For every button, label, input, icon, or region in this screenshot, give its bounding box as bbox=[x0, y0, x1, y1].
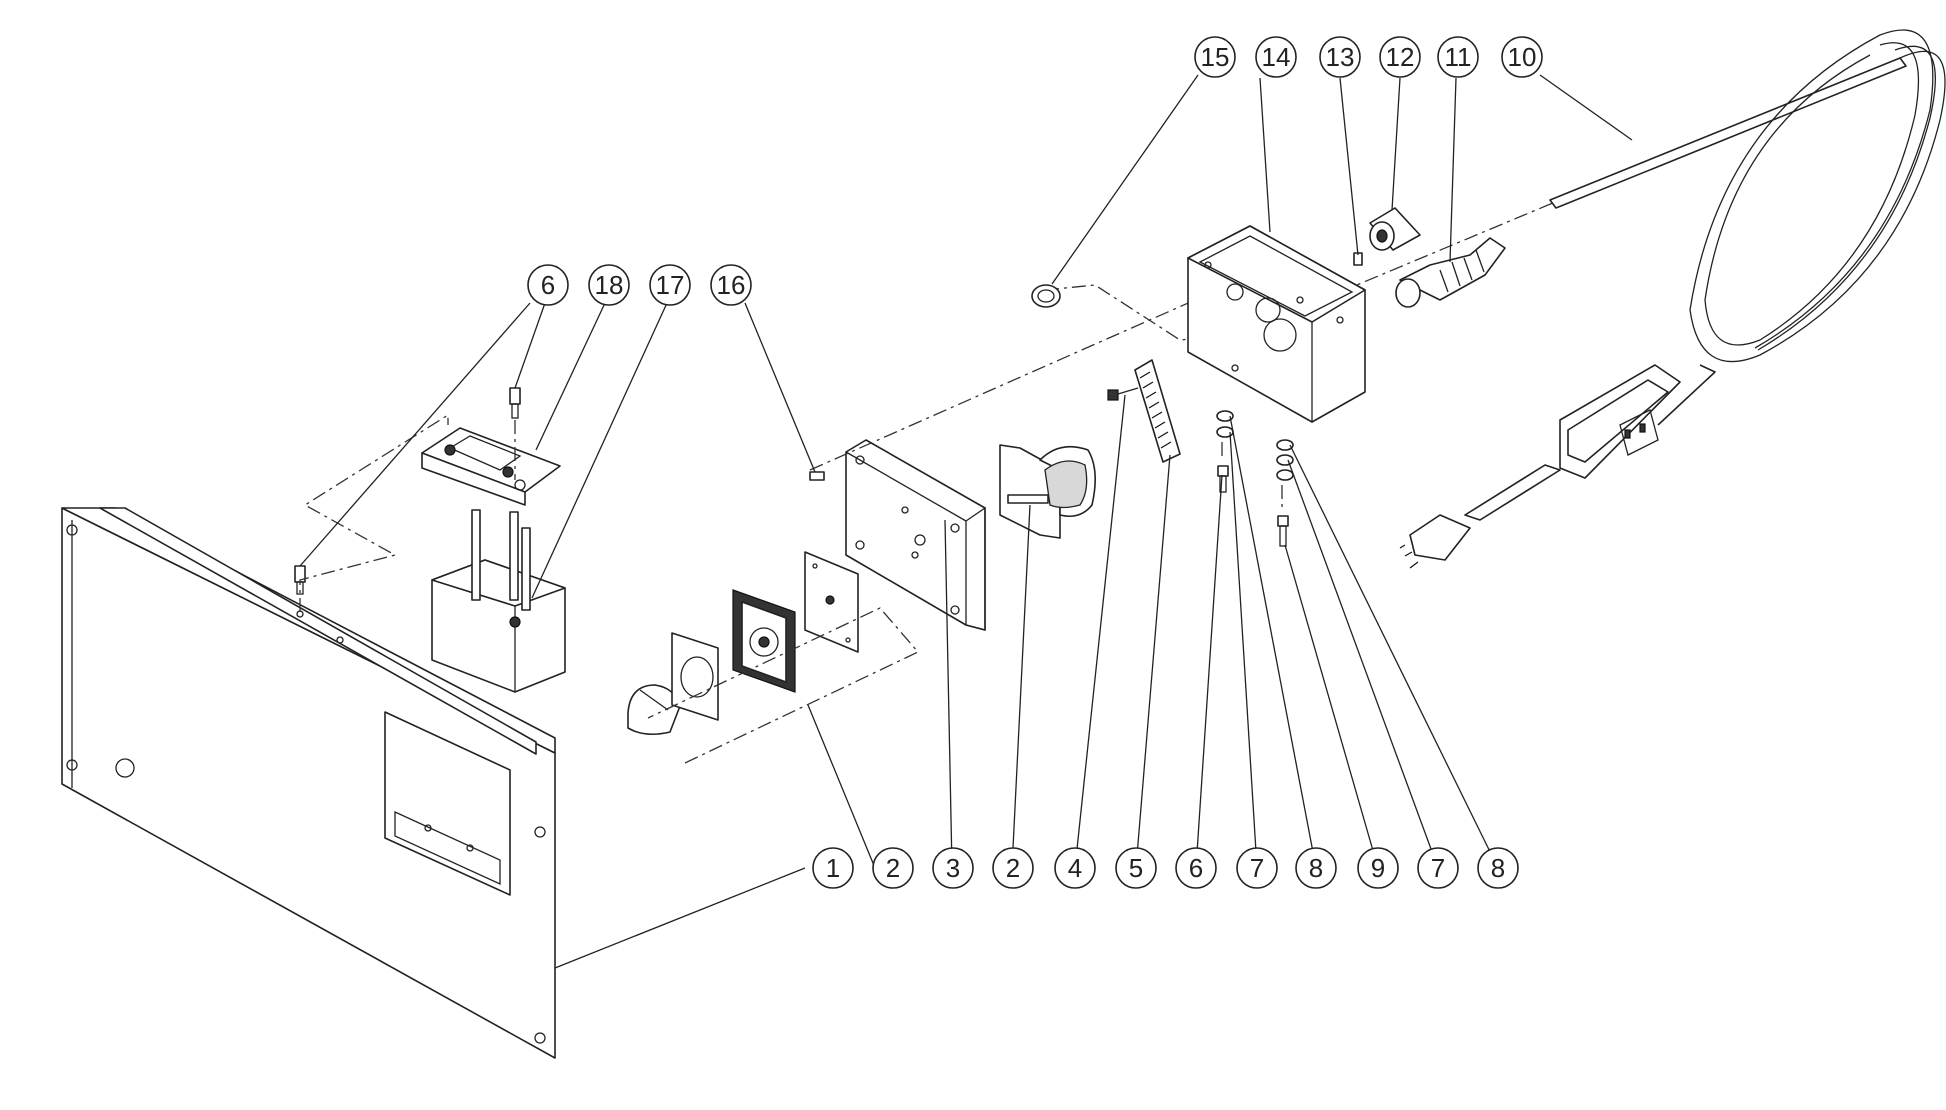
callout-7: 7 bbox=[1236, 847, 1278, 889]
svg-text:17: 17 bbox=[656, 270, 685, 300]
svg-text:6: 6 bbox=[541, 270, 555, 300]
svg-text:1: 1 bbox=[826, 853, 840, 883]
callout-10: 10 bbox=[1501, 36, 1543, 78]
svg-text:14: 14 bbox=[1262, 42, 1291, 72]
callout-14: 14 bbox=[1255, 36, 1297, 78]
front-panel-part-1 bbox=[61, 507, 556, 1059]
screw-part-4 bbox=[1107, 387, 1139, 401]
screw-part-6-upper bbox=[509, 387, 521, 419]
callout-5: 5 bbox=[1115, 847, 1157, 889]
svg-text:11: 11 bbox=[1445, 42, 1472, 72]
backplate-part-2 bbox=[804, 551, 859, 653]
bracket-part-18 bbox=[421, 427, 561, 506]
callout-18: 18 bbox=[588, 264, 630, 306]
callout-4: 4 bbox=[1054, 847, 1096, 889]
svg-text:2: 2 bbox=[886, 853, 900, 883]
callout-12: 12 bbox=[1379, 36, 1421, 78]
svg-text:5: 5 bbox=[1129, 853, 1143, 883]
callout-6: 6 bbox=[1175, 847, 1217, 889]
faceplate-part-2 bbox=[671, 632, 719, 721]
svg-text:15: 15 bbox=[1201, 42, 1230, 72]
callout-8: 8 bbox=[1295, 847, 1337, 889]
svg-text:16: 16 bbox=[717, 270, 746, 300]
rear-switch-part-2 bbox=[999, 444, 1096, 539]
cord-connector-part-12 bbox=[1369, 207, 1421, 251]
assembly-axis-main bbox=[809, 299, 1196, 471]
electrical-box-part-14 bbox=[1187, 225, 1366, 423]
svg-text:13: 13 bbox=[1326, 42, 1355, 72]
callout-9: 9 bbox=[1357, 847, 1399, 889]
assembly-path-switch bbox=[647, 607, 920, 764]
svg-text:4: 4 bbox=[1068, 853, 1082, 883]
svg-text:7: 7 bbox=[1250, 853, 1264, 883]
mounting-plate-part-3 bbox=[845, 439, 986, 631]
callout-2: 2 bbox=[872, 847, 914, 889]
screw-part-16 bbox=[809, 471, 825, 481]
assembly-path-left bbox=[299, 413, 449, 612]
callout-16: 16 bbox=[710, 264, 752, 306]
callout-11: 11 bbox=[1437, 36, 1479, 78]
callout-6: 6 bbox=[527, 264, 569, 306]
svg-text:8: 8 bbox=[1309, 853, 1323, 883]
callout-17: 17 bbox=[649, 264, 691, 306]
svg-text:12: 12 bbox=[1386, 42, 1415, 72]
callout-8: 8 bbox=[1477, 847, 1519, 889]
svg-text:6: 6 bbox=[1189, 853, 1203, 883]
callout-15: 15 bbox=[1194, 36, 1236, 78]
callout-3: 3 bbox=[932, 847, 974, 889]
switch-body-part-2 bbox=[732, 589, 796, 693]
hardware-stack-left bbox=[1216, 410, 1234, 493]
callout-1: 1 bbox=[812, 847, 854, 889]
svg-text:3: 3 bbox=[946, 853, 960, 883]
svg-text:9: 9 bbox=[1371, 853, 1385, 883]
strain-relief-part-11 bbox=[1395, 237, 1506, 308]
svg-text:18: 18 bbox=[595, 270, 624, 300]
hardware-stack-right bbox=[1276, 439, 1294, 547]
svg-text:10: 10 bbox=[1508, 42, 1537, 72]
terminal-block-part-5 bbox=[1134, 359, 1181, 463]
power-cord-part-10 bbox=[1399, 29, 1946, 569]
svg-text:2: 2 bbox=[1006, 853, 1020, 883]
leader-lines bbox=[299, 74, 1633, 969]
callout-13: 13 bbox=[1319, 36, 1361, 78]
callout-7: 7 bbox=[1417, 847, 1459, 889]
assembly-path-15 bbox=[1044, 284, 1211, 341]
locknut-part-15 bbox=[1031, 284, 1061, 308]
box-part-17 bbox=[431, 509, 566, 693]
svg-text:8: 8 bbox=[1491, 853, 1505, 883]
svg-text:7: 7 bbox=[1431, 853, 1445, 883]
callout-2: 2 bbox=[992, 847, 1034, 889]
